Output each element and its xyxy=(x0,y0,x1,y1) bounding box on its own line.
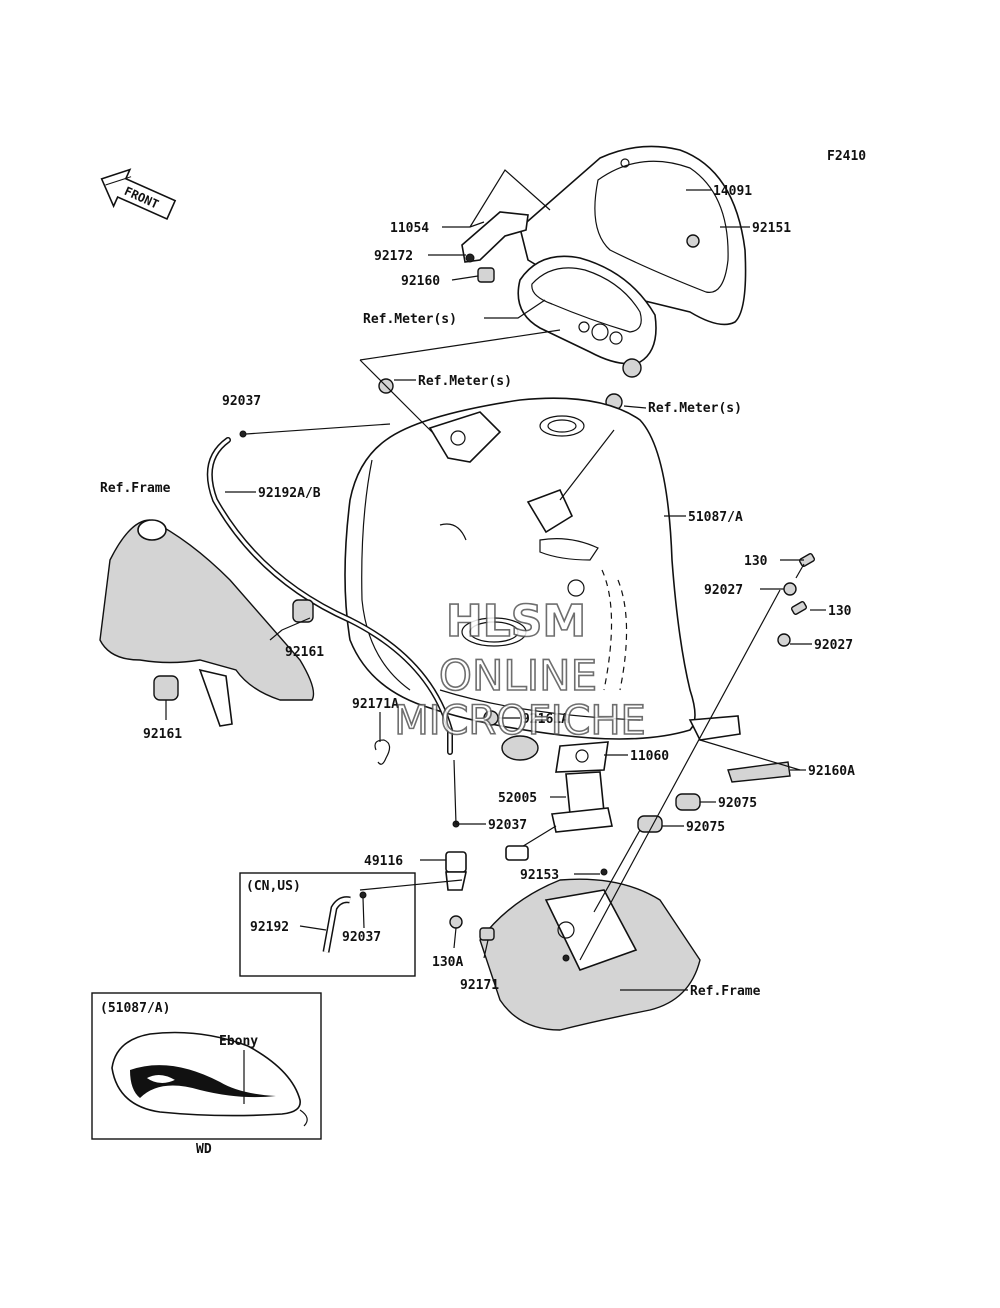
callout-92171: 92171 xyxy=(460,978,499,993)
bolt-130-upper xyxy=(795,553,816,579)
callout-51087a: 51087/A xyxy=(688,510,743,525)
bolt-130-lower xyxy=(790,601,808,615)
callout-92037-box: 92037 xyxy=(342,930,381,945)
callout-92151: 92151 xyxy=(752,221,791,236)
damper-92075-upper xyxy=(675,793,701,811)
washer-92027-lower xyxy=(777,633,791,647)
callout-92160a: 92160A xyxy=(808,764,855,779)
screw-92153 xyxy=(600,868,608,876)
washer-92027-upper xyxy=(783,582,797,596)
callout-ref-frame-1: Ref.Frame xyxy=(100,481,171,496)
figure-code: F2410 xyxy=(827,149,866,164)
cn-us-title: (CN,US) xyxy=(246,879,301,894)
clip-92171a xyxy=(374,739,391,765)
frame-rear xyxy=(479,878,701,1031)
callout-130a: 130A xyxy=(432,955,463,970)
tank-variant-box: (51087/A) xyxy=(91,992,322,1140)
watermark-line2: ONLINE xyxy=(439,651,597,700)
grommet-92161-upper xyxy=(292,599,314,623)
clamp-92171 xyxy=(479,927,495,941)
callout-14091: 14091 xyxy=(713,184,752,199)
callout-92192: 92192 xyxy=(250,920,289,935)
foam-pad xyxy=(501,735,539,761)
frame-front xyxy=(99,519,315,727)
callout-92160: 92160 xyxy=(401,274,440,289)
callout-11060: 11060 xyxy=(630,749,669,764)
callout-130-lower: 130 xyxy=(828,604,852,619)
callout-52005: 52005 xyxy=(498,791,537,806)
meter-housing xyxy=(517,255,657,378)
leader-lines xyxy=(165,169,826,1104)
callout-ref-frame-2: Ref.Frame xyxy=(690,984,761,999)
callout-92037-top: 92037 xyxy=(222,394,261,409)
callout-92161a: 92161A xyxy=(522,712,569,727)
front-arrow-icon: FRONT xyxy=(100,168,177,221)
fuel-tank-51087 xyxy=(344,397,741,741)
grommet-92161-lower xyxy=(153,675,179,701)
callout-92027-upper: 92027 xyxy=(704,583,743,598)
callout-ref-meter-3: Ref.Meter(s) xyxy=(648,401,742,416)
callout-130-upper: 130 xyxy=(744,554,768,569)
callout-92171a: 92171A xyxy=(352,697,399,712)
grommet-92160 xyxy=(477,267,495,283)
watermark-line3: MICROFICHE xyxy=(394,698,646,744)
callout-49116: 49116 xyxy=(364,854,403,869)
callout-92075-lower: 92075 xyxy=(686,820,725,835)
watermark: HLSM ONLINE MICROFICHE xyxy=(393,595,646,745)
bracket-11054 xyxy=(461,211,529,263)
callout-ref-meter-1: Ref.Meter(s) xyxy=(363,312,457,327)
variant-title: (51087/A) xyxy=(100,1001,170,1016)
fuel-valve-49116 xyxy=(359,851,467,891)
callout-92075-upper: 92075 xyxy=(718,796,757,811)
variant-color-label: Ebony xyxy=(219,1034,258,1049)
fuel-pump-52005 xyxy=(505,741,613,861)
callout-11054: 11054 xyxy=(390,221,429,236)
callout-92037-mid: 92037 xyxy=(488,818,527,833)
callout-92161-lower: 92161 xyxy=(143,727,182,742)
pad-92160a xyxy=(727,761,791,783)
cn-us-variant-box: (CN,US) xyxy=(239,872,416,977)
callout-92153: 92153 xyxy=(520,868,559,883)
callout-92172: 92172 xyxy=(374,249,413,264)
bolt-130a xyxy=(449,915,463,929)
clamp-92037-top xyxy=(239,430,247,438)
callout-92027-lower: 92027 xyxy=(814,638,853,653)
callout-92192ab: 92192A/B xyxy=(258,486,321,501)
callout-92161-upper: 92161 xyxy=(285,645,324,660)
variant-footer: WD xyxy=(196,1142,212,1157)
watermark-line1: HLSM xyxy=(446,596,586,647)
callout-ref-meter-2: Ref.Meter(s) xyxy=(418,374,512,389)
